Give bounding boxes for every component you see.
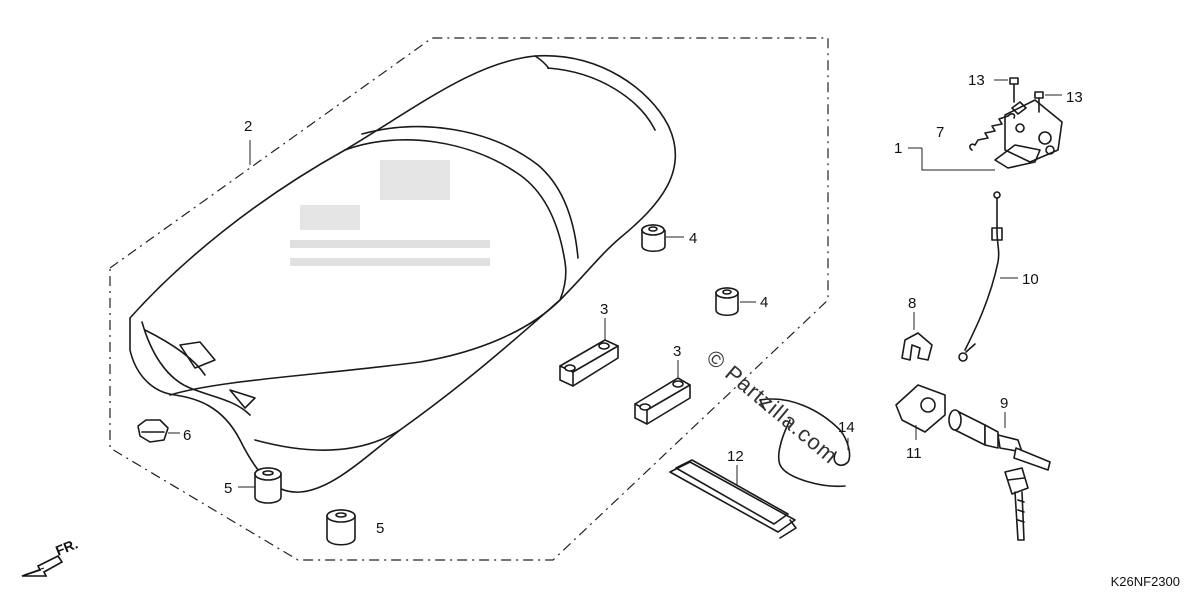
part-9-key-cylinder[interactable]	[948, 409, 1051, 541]
callout-7: 7	[936, 124, 944, 141]
callout-13b: 13	[1066, 89, 1083, 106]
front-arrow-icon	[21, 554, 64, 577]
callout-10: 10	[1022, 271, 1039, 288]
part-4-cushion-b[interactable]	[715, 287, 739, 317]
callout-1: 1	[894, 140, 902, 157]
callout-2: 2	[244, 118, 252, 135]
callout-3a: 3	[600, 301, 608, 318]
part-5-damper-a[interactable]	[254, 467, 282, 504]
callout-3b: 3	[673, 343, 681, 360]
part-3-block-a[interactable]	[559, 339, 619, 387]
callout-8: 8	[908, 295, 916, 312]
part-14-wire[interactable]	[759, 398, 851, 488]
part-7-spring[interactable]	[969, 113, 1016, 151]
callout-14: 14	[838, 419, 855, 436]
callout-5b: 5	[376, 520, 384, 537]
diagram-code: K26NF2300	[1111, 574, 1180, 589]
part-13-bolt-a[interactable]	[1009, 77, 1019, 103]
callout-13a: 13	[968, 72, 985, 89]
part-5-damper-b[interactable]	[326, 509, 356, 546]
part-4-cushion-a[interactable]	[641, 224, 666, 253]
callout-4b: 4	[760, 294, 768, 311]
callout-11: 11	[906, 445, 922, 462]
part-10-cable[interactable]	[958, 191, 1003, 362]
callout-6: 6	[183, 427, 191, 444]
part-6-cushion[interactable]	[137, 419, 169, 443]
part-3-block-b[interactable]	[634, 377, 691, 425]
callout-4a: 4	[689, 230, 697, 247]
part-12-holder[interactable]	[669, 459, 797, 539]
front-marker: FR.	[53, 535, 80, 558]
callout-5a: 5	[224, 480, 232, 497]
part-1-seat-catch[interactable]	[994, 99, 1063, 169]
part-8-clip[interactable]	[901, 332, 933, 361]
watermark: © Partzilla.com	[702, 345, 843, 469]
part-13-bolt-b[interactable]	[1034, 91, 1044, 113]
callout-9: 9	[1000, 395, 1008, 412]
leader-1	[908, 147, 995, 171]
part-11-bracket[interactable]	[895, 384, 946, 433]
seat[interactable]	[129, 55, 677, 493]
callout-12: 12	[727, 448, 744, 465]
